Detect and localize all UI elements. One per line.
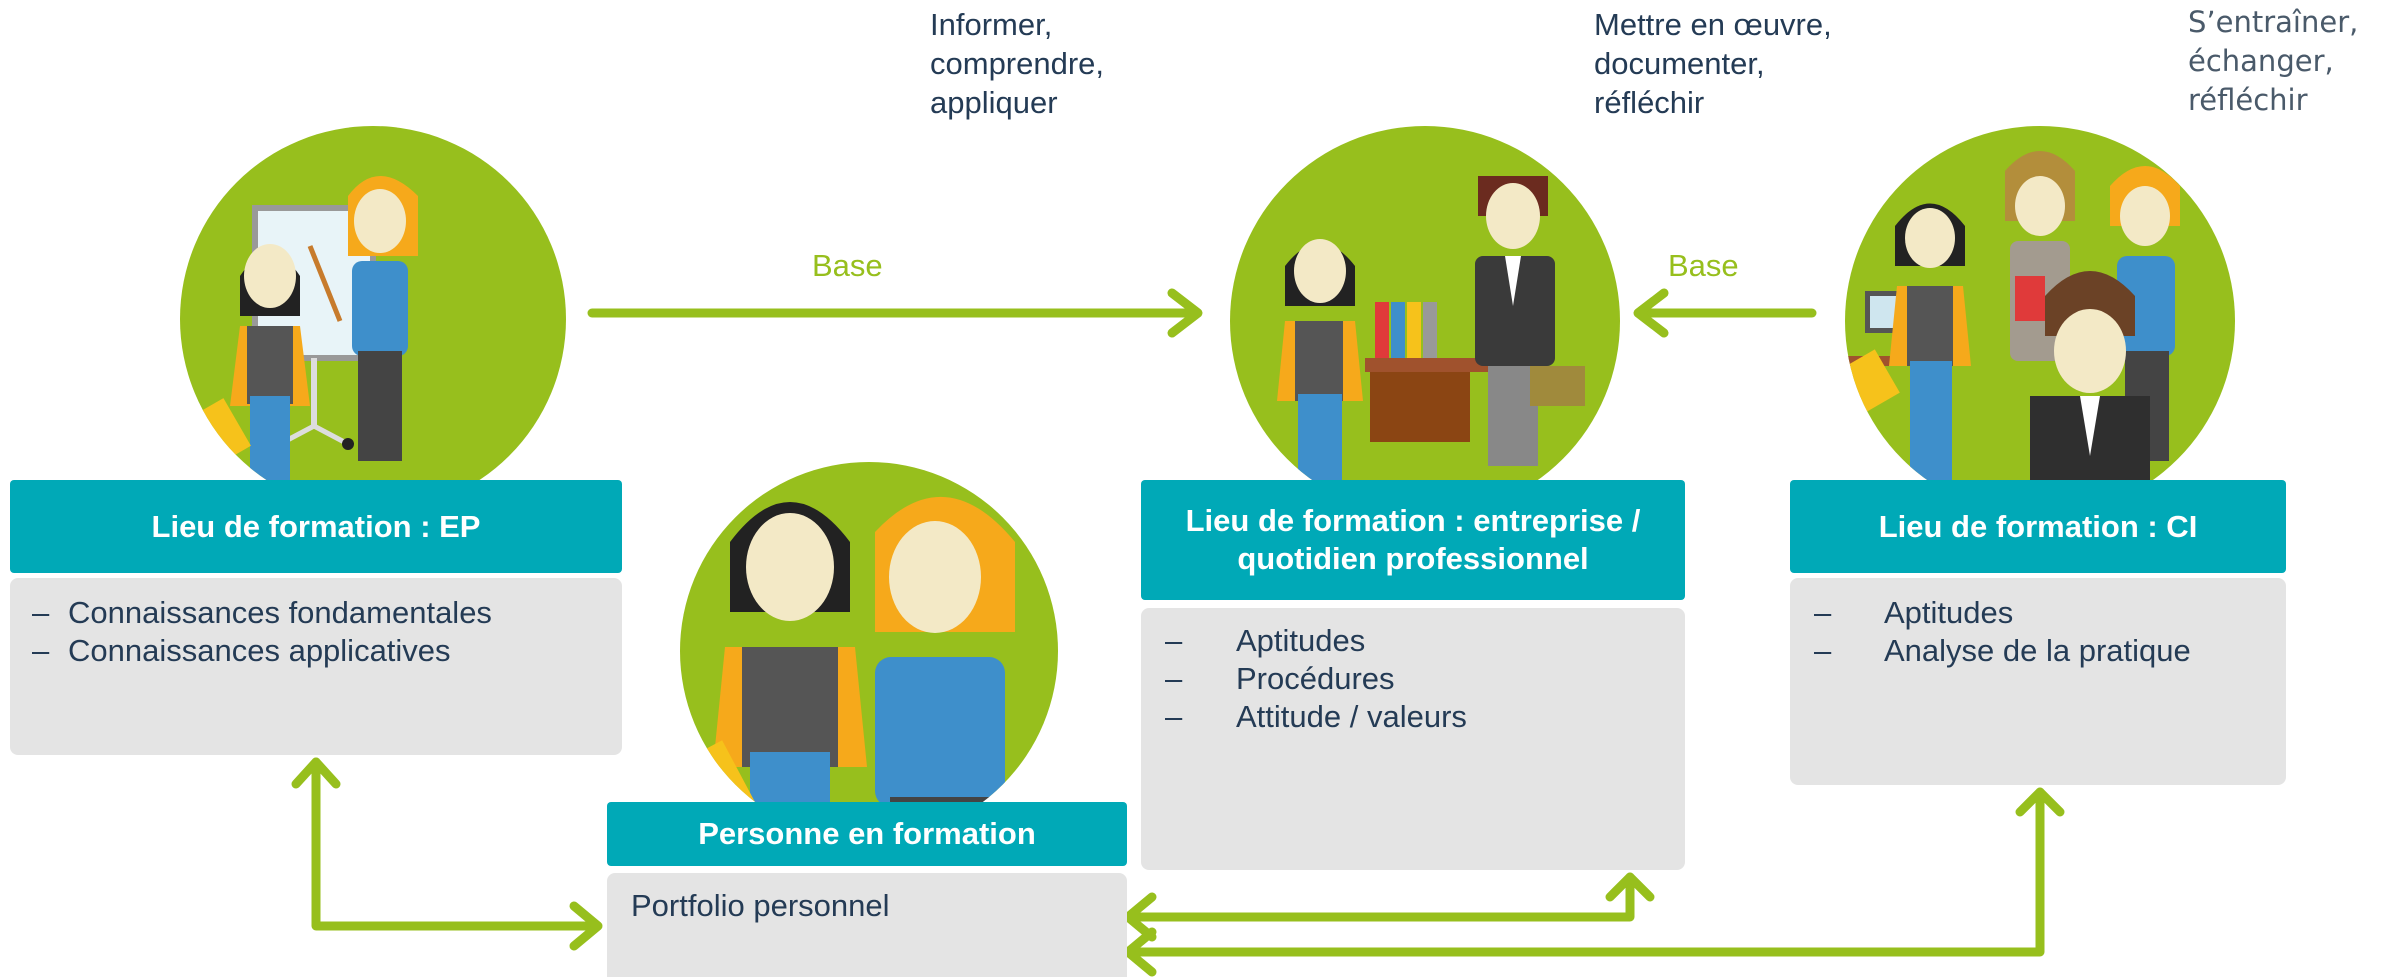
classroom-illustration (180, 126, 566, 512)
trainee-illustration (680, 462, 1058, 840)
ci-group-illustration (1845, 126, 2235, 516)
base-label-right: Base (1668, 248, 1739, 283)
ci-content-box: –Aptitudes –Analyse de la pratique (1790, 578, 2286, 785)
caption-mettre-en-oeuvre: Mettre en œuvre, documenter, réfléchir (1594, 7, 1832, 120)
office-illustration (1230, 126, 1620, 516)
ep-personne-connector (311, 757, 601, 931)
personne-entreprise-connector (1125, 872, 1635, 922)
ci-header: Lieu de formation : CI (1790, 480, 2286, 573)
base-arrow-left-head (1167, 288, 1203, 338)
ep-content-box: –Connaissances fondamentales –Connaissan… (10, 578, 622, 755)
list-item: –Analyse de la pratique (1814, 633, 2191, 668)
entreprise-header: Lieu de formation : entreprise / quotidi… (1141, 480, 1685, 600)
list-item: –Attitude / valeurs (1165, 699, 1467, 734)
ci-list: –Aptitudes –Analyse de la pratique (1814, 594, 2286, 670)
list-item: –Aptitudes (1814, 595, 2014, 630)
personne-content-box: Portfolio personnel (607, 873, 1127, 977)
portfolio-label: Portfolio personnel (631, 888, 890, 923)
base-arrow-right-head (1633, 288, 1669, 338)
list-item: –Connaissances fondamentales (32, 595, 492, 630)
ep-header: Lieu de formation : EP (10, 480, 622, 573)
ep-list: –Connaissances fondamentales –Connaissan… (32, 594, 622, 670)
caption-informer: Informer, comprendre, appliquer (930, 7, 1105, 120)
list-item: –Aptitudes (1165, 623, 1366, 658)
entreprise-content-box: –Aptitudes –Procédures –Attitude / valeu… (1141, 608, 1685, 870)
entreprise-list: –Aptitudes –Procédures –Attitude / valeu… (1165, 622, 1685, 736)
list-item: –Procédures (1165, 661, 1395, 696)
base-label-left: Base (812, 248, 883, 283)
personne-header: Personne en formation (607, 802, 1127, 866)
list-item: –Connaissances applicatives (32, 633, 451, 668)
caption-sentrainer: S’entraîner, échanger, réfléchir (2188, 5, 2359, 117)
